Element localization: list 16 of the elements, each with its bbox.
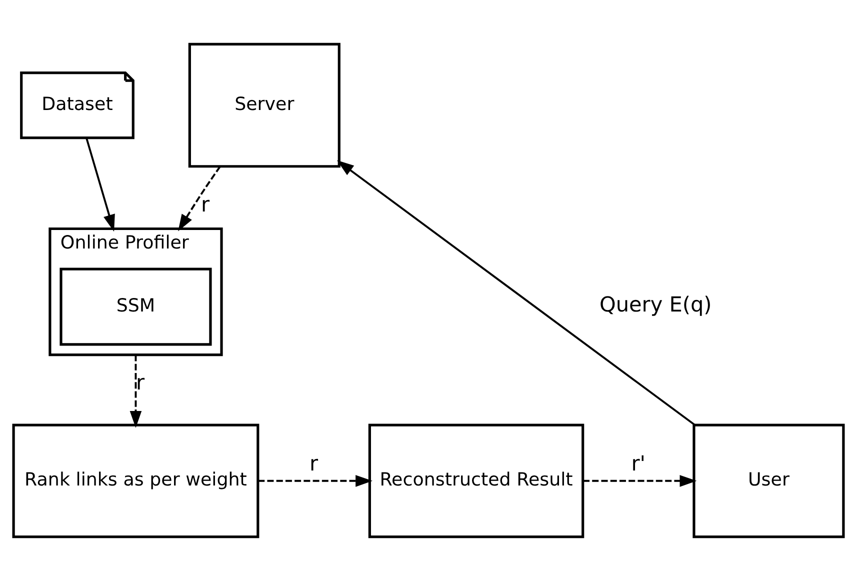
arrow bbox=[258, 475, 372, 487]
node-box: Server bbox=[188, 42, 340, 168]
arrow bbox=[86, 138, 115, 232]
arrow bbox=[178, 166, 221, 232]
node-box: User bbox=[692, 424, 845, 538]
arrow bbox=[130, 354, 142, 428]
node-box: Rank links as per weight bbox=[12, 424, 260, 538]
edge-label: r bbox=[200, 192, 210, 217]
arrow bbox=[583, 475, 697, 487]
edge-label: r bbox=[136, 370, 145, 395]
arrow bbox=[337, 160, 696, 426]
node-box: Reconstructed Result bbox=[368, 424, 584, 538]
edge-label: r bbox=[310, 451, 318, 476]
node-box: SSM bbox=[60, 268, 212, 346]
edge-label: Query E(q) bbox=[599, 292, 712, 317]
edge-label: r' bbox=[631, 451, 646, 476]
